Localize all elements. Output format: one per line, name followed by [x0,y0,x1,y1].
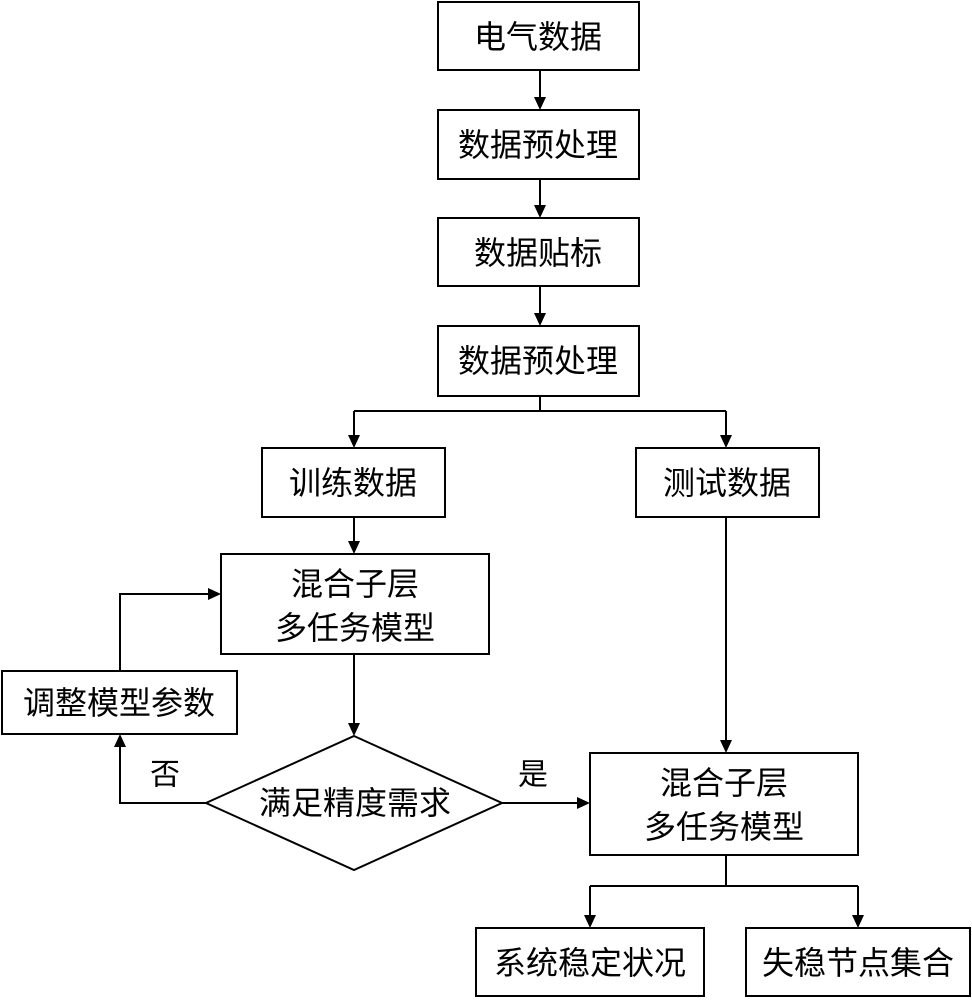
node-model-test: 混合子层 多任务模型 [589,752,859,856]
node-label: 数据预处理 [458,342,618,380]
node-electrical-data: 电气数据 [437,1,640,71]
node-adjust-params: 调整模型参数 [1,670,238,735]
edge-label-yes: 是 [518,758,548,793]
arrowhead [534,205,546,218]
arrowhead [584,915,596,928]
node-preprocess-1: 数据预处理 [437,109,640,180]
edge-adjust-to-model [119,593,209,671]
node-stability-status: 系统稳定状况 [475,927,705,997]
node-label: 数据贴标 [474,234,602,272]
node-label: 测试数据 [663,464,791,502]
arrowhead [534,313,546,326]
arrowhead [720,435,732,448]
node-preprocess-2: 数据预处理 [437,325,640,397]
node-label: 训练数据 [289,464,417,502]
node-model-train: 混合子层 多任务模型 [220,553,490,655]
node-label: 数据预处理 [458,126,618,164]
arrowhead [534,97,546,110]
node-label-line1: 混合子层 [660,764,788,802]
arrowhead [720,740,732,753]
edge-decision-no-to-adjust [119,746,206,804]
node-accuracy-decision: 满足精度需求 [203,734,505,872]
node-test-data: 测试数据 [635,447,820,518]
arrowhead [348,541,360,554]
node-labeling: 数据贴标 [437,217,640,287]
node-label-line1: 混合子层 [291,565,419,603]
node-label: 调整模型参数 [23,684,215,722]
node-label: 系统稳定状况 [494,944,686,982]
edge-label-no: 否 [150,758,180,793]
arrowhead [577,797,590,809]
node-label-line2: 多任务模型 [275,609,435,647]
node-unstable-nodes: 失稳节点集合 [745,927,971,997]
node-label: 失稳节点集合 [762,944,954,982]
arrowhead [348,723,360,736]
node-train-data: 训练数据 [261,447,446,518]
arrowhead [852,915,864,928]
arrowhead [114,734,126,747]
node-label: 满足精度需求 [259,784,451,822]
arrowhead [208,588,221,600]
node-label: 电气数据 [474,18,602,56]
edges [114,70,864,928]
arrowhead [348,435,360,448]
node-label-line2: 多任务模型 [644,808,804,846]
